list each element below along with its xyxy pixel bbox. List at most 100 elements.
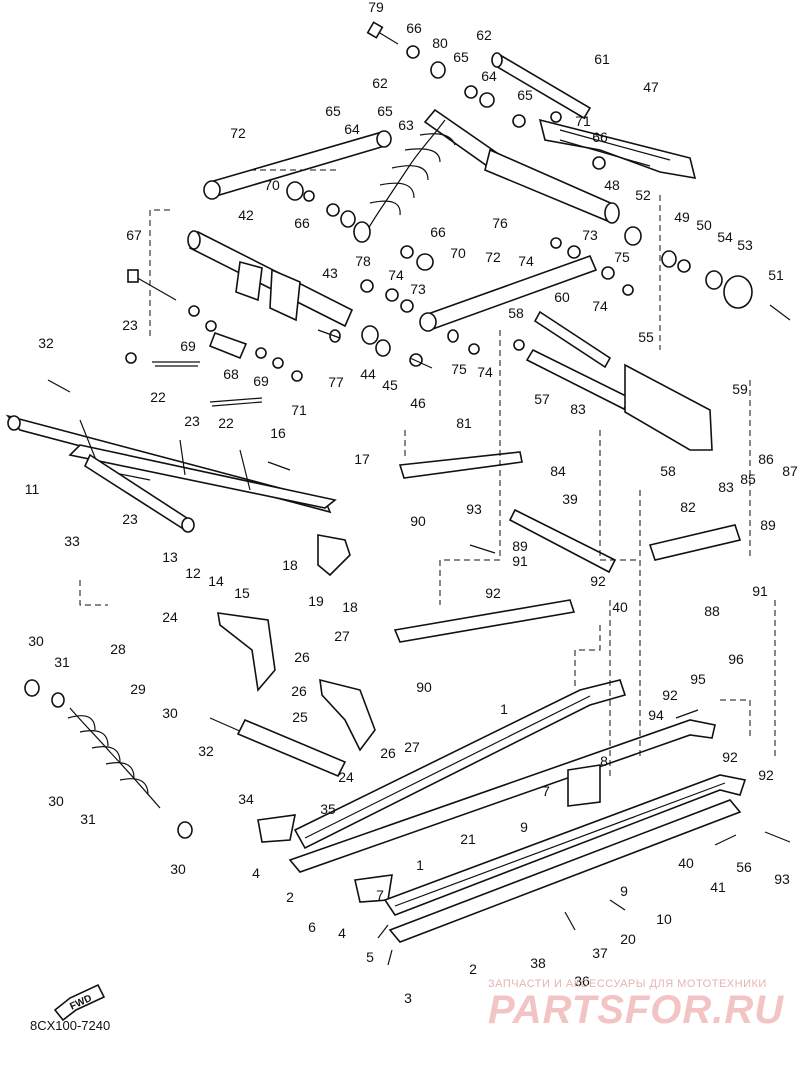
rear-shock-63 <box>353 108 502 243</box>
callout-92: 92 <box>758 767 774 783</box>
callout-48: 48 <box>604 177 620 193</box>
callout-75: 75 <box>614 249 630 265</box>
callout-68: 68 <box>223 366 239 382</box>
callout-50: 50 <box>696 217 712 233</box>
fwd-arrow-icon: FWD <box>53 983 106 1022</box>
callout-79: 79 <box>368 0 384 15</box>
collar-68 <box>208 331 248 360</box>
damper-81 <box>398 451 523 479</box>
callout-78: 78 <box>355 253 371 269</box>
callout-51: 51 <box>768 267 784 283</box>
callout-28: 28 <box>110 641 126 657</box>
callout-58: 58 <box>508 305 524 321</box>
bolts-misc <box>47 304 791 966</box>
callout-7: 7 <box>376 887 384 903</box>
link-arm-72-lower <box>419 254 598 332</box>
callout-85: 85 <box>740 471 756 487</box>
callout-37: 37 <box>592 945 608 961</box>
callout-43: 43 <box>322 265 338 281</box>
callout-72: 72 <box>485 249 501 265</box>
callout-19: 19 <box>308 593 324 609</box>
callout-70: 70 <box>264 177 280 193</box>
callout-9: 9 <box>520 819 528 835</box>
callout-65: 65 <box>517 87 533 103</box>
callout-41: 41 <box>710 879 726 895</box>
callout-82: 82 <box>680 499 696 515</box>
callout-18: 18 <box>342 599 358 615</box>
callout-74: 74 <box>388 267 404 283</box>
callout-30: 30 <box>28 633 44 649</box>
callout-63: 63 <box>398 117 414 133</box>
catalog-code: 8CX100-7240 <box>30 1018 111 1033</box>
callout-15: 15 <box>234 585 250 601</box>
callout-4: 4 <box>338 925 346 941</box>
stopper-4a <box>257 814 297 843</box>
callout-73: 73 <box>410 281 426 297</box>
bracket-24-lower <box>319 678 376 752</box>
callout-77: 77 <box>328 374 344 390</box>
callout-17: 17 <box>354 451 370 467</box>
callout-73: 73 <box>582 227 598 243</box>
callout-3: 3 <box>404 990 412 1006</box>
callout-92: 92 <box>485 585 501 601</box>
plate-53 <box>705 270 753 309</box>
shaft-39 <box>508 508 617 574</box>
callout-12: 12 <box>185 565 201 581</box>
callout-18: 18 <box>282 557 298 573</box>
callout-96: 96 <box>728 651 744 667</box>
callout-58: 58 <box>660 463 676 479</box>
callout-16: 16 <box>270 425 286 441</box>
front-shock-28 <box>24 679 193 839</box>
callout-27: 27 <box>404 739 420 755</box>
callout-30: 30 <box>162 705 178 721</box>
link-arm-72-upper <box>203 130 392 200</box>
callout-23: 23 <box>122 511 138 527</box>
callout-92: 92 <box>722 749 738 765</box>
callout-13: 13 <box>162 549 178 565</box>
bracket-7 <box>567 764 601 807</box>
callout-91: 91 <box>512 553 528 569</box>
callout-94: 94 <box>648 707 664 723</box>
callout-42: 42 <box>238 207 254 223</box>
callout-53: 53 <box>737 237 753 253</box>
callout-31: 31 <box>80 811 96 827</box>
callout-2: 2 <box>469 961 477 977</box>
callout-23: 23 <box>184 413 200 429</box>
callout-89: 89 <box>512 538 528 554</box>
callout-65: 65 <box>377 103 393 119</box>
callout-74: 74 <box>518 253 534 269</box>
callout-4: 4 <box>252 865 260 881</box>
callout-5: 5 <box>366 949 374 965</box>
callout-59: 59 <box>732 381 748 397</box>
watermark-tagline: ЗАПЧАСТИ И АКСЕССУАРЫ ДЛЯ МОТОТЕХНИКИ <box>488 978 767 990</box>
slide-rails-1-2 <box>288 679 747 943</box>
rear-arm-47 <box>538 118 697 179</box>
callout-31: 31 <box>54 654 70 670</box>
callout-30: 30 <box>170 861 186 877</box>
callout-66: 66 <box>430 224 446 240</box>
callout-7: 7 <box>542 783 550 799</box>
callout-25: 25 <box>292 709 308 725</box>
callout-33: 33 <box>64 533 80 549</box>
callout-86: 86 <box>758 451 774 467</box>
watermark-brand: PARTSFOR.RU <box>488 988 785 1032</box>
callout-20: 20 <box>620 931 636 947</box>
bolt-67 <box>127 269 177 301</box>
callout-65: 65 <box>453 49 469 65</box>
callout-92: 92 <box>590 573 606 589</box>
front-arm-48 <box>484 148 620 224</box>
callout-80: 80 <box>432 35 448 51</box>
callout-54: 54 <box>717 229 733 245</box>
bracket-24-top <box>217 612 276 692</box>
callout-10: 10 <box>656 911 672 927</box>
callout-9: 9 <box>620 883 628 899</box>
callout-84: 84 <box>550 463 566 479</box>
callout-72: 72 <box>230 125 246 141</box>
callout-64: 64 <box>481 68 497 84</box>
callout-49: 49 <box>674 209 690 225</box>
callout-76: 76 <box>492 215 508 231</box>
callout-93: 93 <box>466 501 482 517</box>
bracket-82 <box>648 524 742 561</box>
